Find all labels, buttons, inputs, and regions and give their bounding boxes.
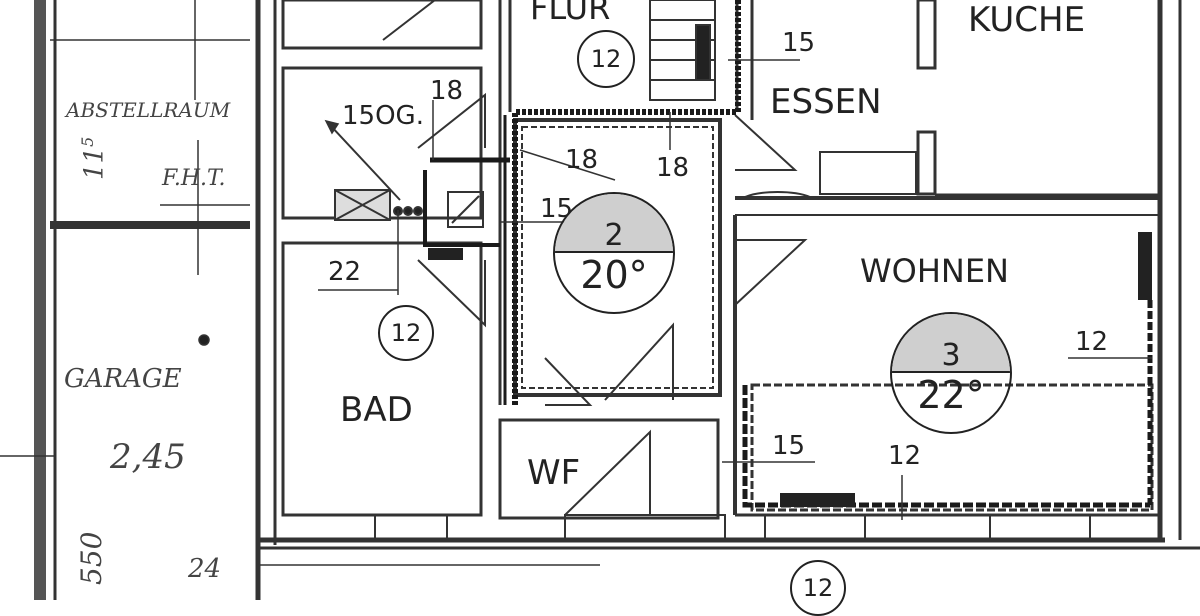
room-label-abstellraum: ABSTELLRAUM — [66, 98, 231, 122]
room-label-essen: ESSEN — [770, 82, 882, 122]
dim-24: 24 — [188, 554, 222, 584]
dim-550: 550 — [75, 531, 108, 585]
temp-marker-room-number: 2 — [555, 194, 673, 253]
dim-11: 115 — [78, 136, 110, 180]
temp-marker-temperature: 20° — [555, 251, 673, 312]
door-swings — [382, 0, 811, 516]
stairs — [649, 0, 716, 101]
dimension-lines — [0, 0, 1152, 566]
heating-pipes — [423, 0, 1153, 508]
dim-11-value: 11 — [79, 146, 110, 180]
interior-walls — [281, 0, 1160, 541]
dim-18-a: 18 — [430, 76, 464, 106]
room-label-wf: WF — [527, 453, 581, 493]
room-label-wohnen: WOHNEN — [860, 252, 1009, 290]
marker-bad: 12 — [378, 305, 434, 361]
room-label-kueche: KUCHE — [968, 0, 1086, 40]
dim-15-low: 15 — [772, 431, 806, 461]
marker-flur: 12 — [577, 30, 635, 88]
dim-15-top: 15 — [782, 28, 816, 58]
dim-18-c: 18 — [656, 153, 690, 183]
room-label-flur: FLUR — [530, 0, 611, 27]
temp-marker-room-number: 3 — [892, 314, 1010, 373]
radiators — [428, 232, 1152, 507]
room-label-garage: GARAGE — [64, 364, 182, 394]
dim-18-b: 18 — [565, 145, 599, 175]
dim-og: 15OG. — [342, 101, 424, 131]
dim-12-low: 12 — [888, 441, 922, 471]
temp-marker-room-3: 3 22° — [890, 312, 1012, 434]
temp-marker-room-2: 2 20° — [553, 192, 675, 314]
fixtures — [334, 189, 484, 228]
room-label-fht: F.H.T. — [162, 166, 226, 191]
dim-12-right: 12 — [1075, 327, 1109, 357]
temp-marker-temperature: 22° — [892, 371, 1010, 432]
dim-22: 22 — [328, 257, 362, 287]
marker-bottom: 12 — [790, 560, 846, 616]
floor-plan — [0, 0, 1200, 600]
dim-11-sup: 5 — [78, 136, 97, 147]
room-label-bad: BAD — [340, 390, 413, 430]
dim-245: 2,45 — [110, 437, 186, 477]
